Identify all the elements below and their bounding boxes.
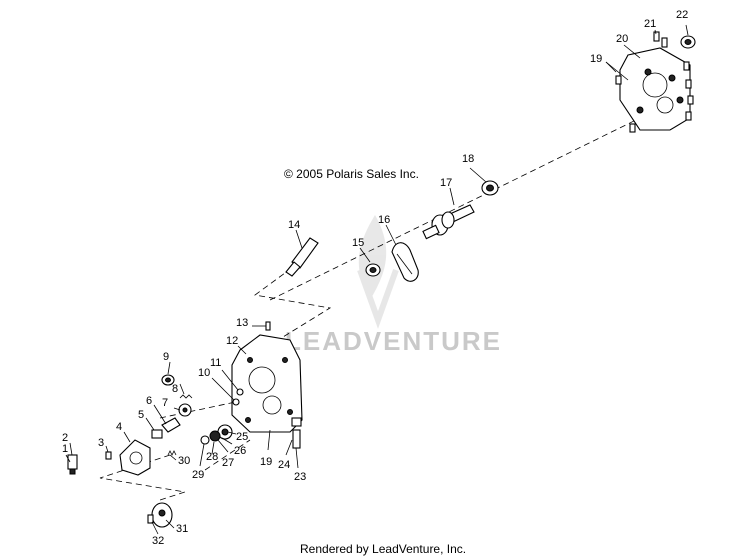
callout-30: 30	[178, 455, 190, 467]
callout-15: 15	[352, 237, 364, 249]
washer-11	[232, 388, 244, 406]
callout-8: 8	[172, 383, 178, 395]
assembly-axis-lines	[99, 117, 641, 501]
bearing-18	[481, 180, 499, 196]
callout-16: 16	[378, 214, 390, 226]
shaft-14	[285, 237, 319, 277]
callout-labels: 1 2 3 4 5 6 7 8 9 10 11 12 13 14 15 16 1…	[62, 9, 688, 547]
callout-4: 4	[116, 421, 122, 433]
shift-fork-6	[161, 417, 181, 433]
callout-25: 25	[236, 431, 248, 443]
bearing-15	[365, 263, 381, 277]
seal-22	[680, 35, 696, 49]
callout-3: 3	[98, 437, 104, 449]
callout-12: 12	[226, 335, 238, 347]
callout-5: 5	[138, 409, 144, 421]
transmission-cover-right	[619, 47, 691, 131]
callout-2: 2	[62, 432, 68, 444]
bolt-3	[105, 451, 112, 460]
gear-26	[209, 430, 221, 442]
callout-17: 17	[440, 177, 452, 189]
leader-lines	[65, 24, 689, 535]
callout-19-top: 19	[590, 53, 602, 65]
callout-22: 22	[676, 9, 688, 21]
spring-8	[179, 394, 193, 399]
callout-13: 13	[236, 317, 248, 329]
drive-chain-16	[391, 242, 419, 282]
callout-29: 29	[192, 469, 204, 481]
callout-26: 26	[234, 445, 246, 457]
callout-28: 28	[206, 451, 218, 463]
callout-10: 10	[198, 367, 210, 379]
watermark-text: LEADVENTURE	[285, 326, 502, 356]
callout-18: 18	[462, 153, 474, 165]
callout-27: 27	[222, 457, 234, 469]
seal-9	[161, 374, 175, 386]
callout-31: 31	[176, 523, 188, 535]
callout-20: 20	[616, 33, 628, 45]
copyright-text: © 2005 Polaris Sales Inc.	[284, 167, 419, 181]
cover-bolts	[615, 31, 694, 133]
watermark-logo	[357, 215, 399, 329]
detent-5	[151, 429, 163, 439]
spring-30	[167, 450, 177, 456]
callout-24: 24	[278, 459, 290, 471]
callout-1: 1	[62, 443, 68, 455]
gear-27	[200, 435, 210, 445]
input-shaft-17	[422, 204, 475, 240]
callout-14: 14	[288, 219, 300, 231]
callout-7: 7	[162, 397, 168, 409]
callout-32: 32	[152, 535, 164, 547]
transmission-case-12	[231, 321, 303, 433]
callout-9: 9	[163, 351, 169, 363]
sensor-23	[291, 417, 302, 449]
selector-housing-4	[119, 439, 151, 476]
gear-7	[178, 403, 192, 417]
callout-11: 11	[210, 357, 221, 369]
callout-23: 23	[294, 471, 306, 483]
sensor-1	[67, 454, 78, 475]
footer-credit: Rendered by LeadVenture, Inc.	[300, 542, 466, 556]
callout-21: 21	[644, 18, 656, 30]
screw-32	[147, 514, 154, 524]
callout-6: 6	[146, 395, 152, 407]
callout-19-bottom: 19	[260, 456, 272, 468]
